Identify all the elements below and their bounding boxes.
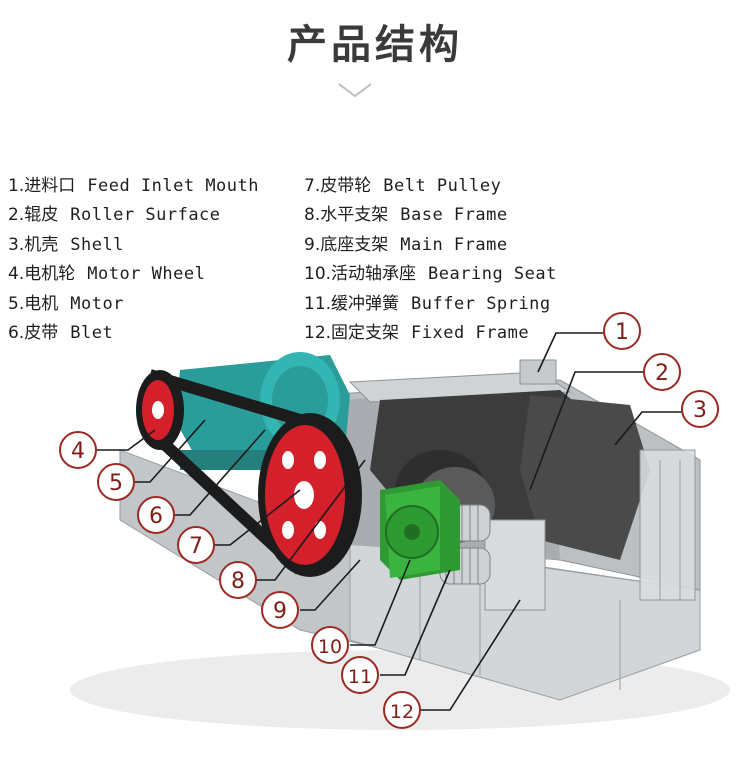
- bearing-seat: [380, 480, 460, 580]
- callout-5-label: 5: [109, 471, 123, 496]
- callout-11: [341, 656, 379, 694]
- callout-6: [137, 496, 175, 534]
- callout-8-label: 8: [231, 569, 245, 594]
- callout-2-label: 2: [655, 361, 669, 386]
- chevron-down-icon: [338, 83, 372, 98]
- fixed-frame: [484, 519, 546, 611]
- callout-10-label: 10: [318, 636, 342, 658]
- callout-3: [681, 390, 719, 428]
- page-title: 产品结构: [287, 22, 463, 68]
- motor-wheel: [136, 370, 184, 450]
- roller-crusher-illustration: 1 2 3 4 5 6 7 8 9 10 11 12: [59, 312, 730, 730]
- callout-4: [59, 431, 97, 469]
- callout-10: [311, 626, 349, 664]
- callout-1: [603, 312, 641, 350]
- callout-5: [97, 463, 135, 501]
- callout-7: [177, 526, 215, 564]
- callout-7-label: 7: [189, 534, 203, 559]
- callout-1-label: 1: [615, 320, 629, 345]
- belt-pulley: [258, 413, 362, 577]
- callout-4-label: 4: [71, 439, 85, 464]
- callout-12: [383, 691, 421, 729]
- callout-2: [643, 353, 681, 391]
- callout-6-label: 6: [149, 504, 163, 529]
- callout-3-label: 3: [693, 398, 707, 423]
- roller-surface: [520, 395, 650, 560]
- callout-8: [219, 561, 257, 599]
- callout-9-label: 9: [273, 599, 287, 624]
- callout-11-label: 11: [348, 666, 372, 688]
- callout-12-label: 12: [390, 701, 414, 723]
- callout-9: [261, 591, 299, 629]
